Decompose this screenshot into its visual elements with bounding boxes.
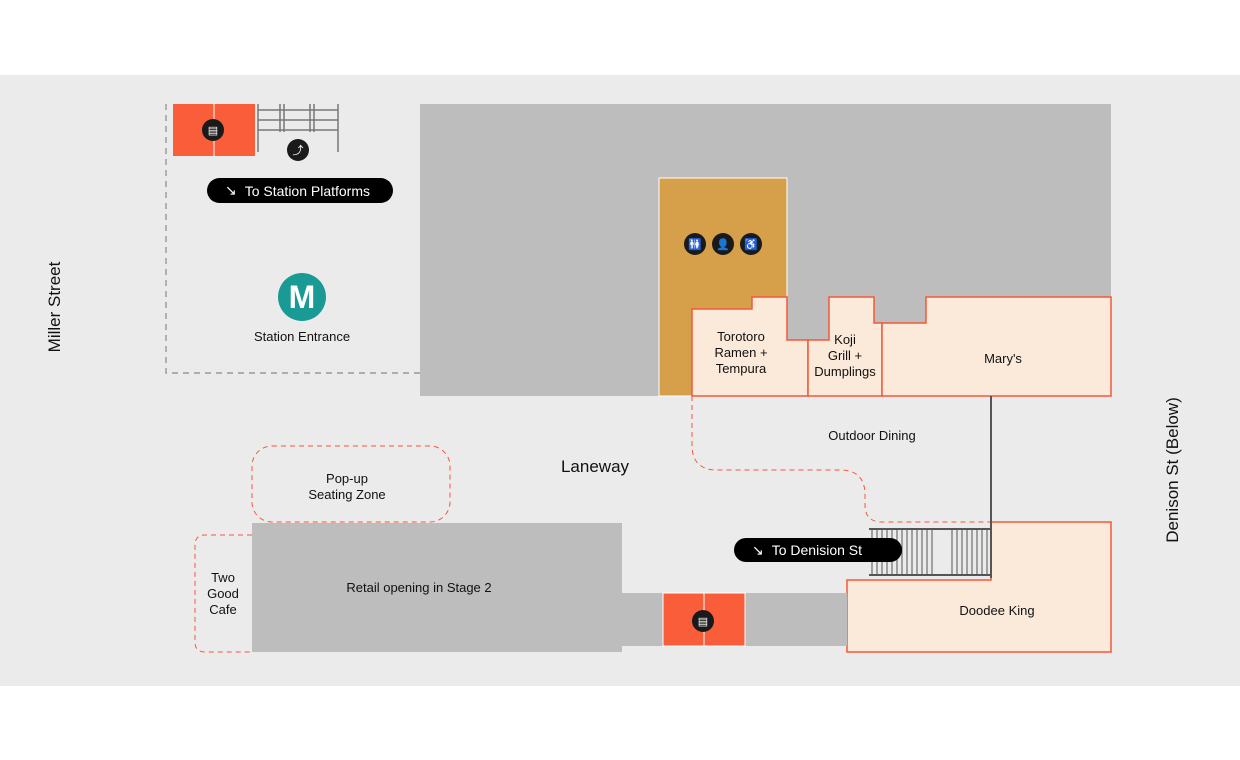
two-good-cafe-label: Two Good Cafe	[207, 570, 239, 617]
escalator-icon: ⤴	[287, 139, 309, 161]
lift-icon: ▤	[692, 610, 714, 632]
toilets-icon: 🚻	[684, 233, 706, 255]
lift-icon: ▤	[202, 119, 224, 141]
accessible-icon: ♿	[740, 233, 762, 255]
arrow-down-right-icon: ↘	[225, 182, 237, 198]
denison-street-label: Denison St (Below)	[1163, 397, 1182, 543]
tenant-torotoro[interactable]	[691, 296, 809, 397]
metro-logo: M	[278, 273, 326, 321]
arrow-down-right-icon: ↘	[752, 541, 764, 558]
escalator	[257, 104, 339, 152]
outdoor-dining-zone	[691, 396, 990, 523]
retail-label: Retail opening in Stage 2	[346, 580, 492, 595]
miller-street-label: Miller Street	[45, 261, 64, 353]
two-good-zone	[194, 534, 252, 653]
torotoro-label: Torotoro Ramen + Tempura	[714, 329, 768, 376]
station-entrance-label: Station Entrance	[253, 329, 351, 344]
koji-label: Koji Grill + Dumplings	[814, 332, 876, 379]
station-boundary	[165, 104, 420, 374]
popup-zone	[251, 445, 451, 523]
tenant-koji[interactable]	[807, 296, 883, 397]
outdoor-dining-label: Outdoor Dining	[828, 428, 916, 443]
parents-room-icon: 👤	[712, 233, 734, 255]
to-denison-st-sign: ↘To Denision St	[734, 538, 902, 562]
marys-label: Mary's	[984, 351, 1022, 366]
tenant-doodee-king[interactable]	[846, 521, 1112, 653]
to-station-platforms-sign: ↘To Station Platforms	[207, 178, 393, 203]
doodee-king-label: Doodee King	[959, 603, 1035, 618]
tenant-marys[interactable]	[881, 296, 1112, 397]
laneway-label: Laneway	[560, 457, 630, 476]
popup-label: Pop-up Seating Zone	[308, 471, 386, 502]
